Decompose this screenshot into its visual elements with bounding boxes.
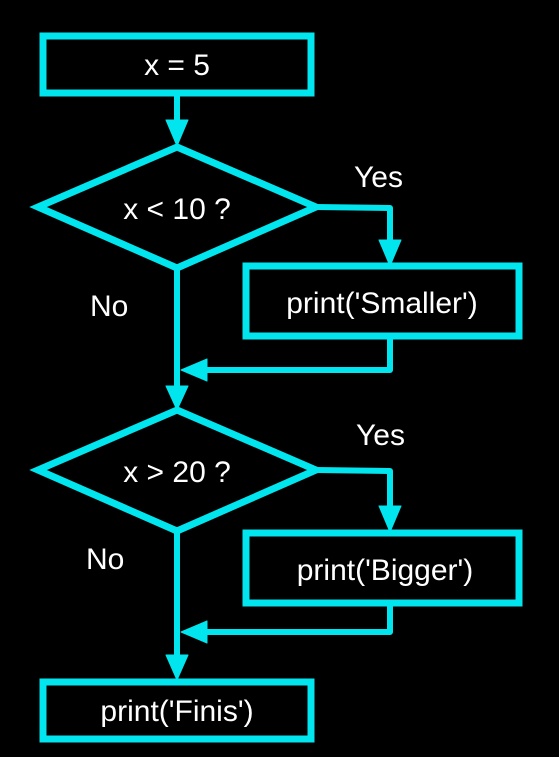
- print-bigger-box: [242, 529, 523, 607]
- arrow-return-2: [201, 600, 393, 635]
- assign-label: x = 5: [144, 49, 210, 82]
- arrowhead-return-1: [180, 358, 208, 382]
- arrow-return-1: [201, 333, 393, 373]
- no-label-2: No: [86, 543, 124, 576]
- arrowhead-decision-2: [165, 385, 189, 411]
- no-label-1: No: [90, 290, 128, 323]
- arrow-yes-1: [313, 204, 393, 246]
- print-bigger-label: print('Bigger'): [297, 554, 474, 587]
- yes-label-2: Yes: [356, 419, 405, 452]
- print-smaller-label: print('Smaller'): [286, 287, 477, 320]
- print-finis-label: print('Finis'): [100, 695, 253, 728]
- arrowhead-print-smaller: [378, 239, 402, 267]
- arrowhead-print-finis: [165, 654, 189, 681]
- print-smaller-box: [242, 262, 523, 340]
- arrowhead-decision-1: [165, 119, 189, 147]
- yes-label-1: Yes: [354, 161, 403, 194]
- print-finis-box: [39, 678, 315, 743]
- decision-1-label: x < 10 ?: [123, 193, 231, 226]
- arrowhead-print-bigger: [378, 505, 402, 533]
- arrowhead-return-2: [180, 620, 208, 644]
- arrow-yes-2: [313, 467, 393, 512]
- decision-2-label: x > 20 ?: [123, 456, 231, 489]
